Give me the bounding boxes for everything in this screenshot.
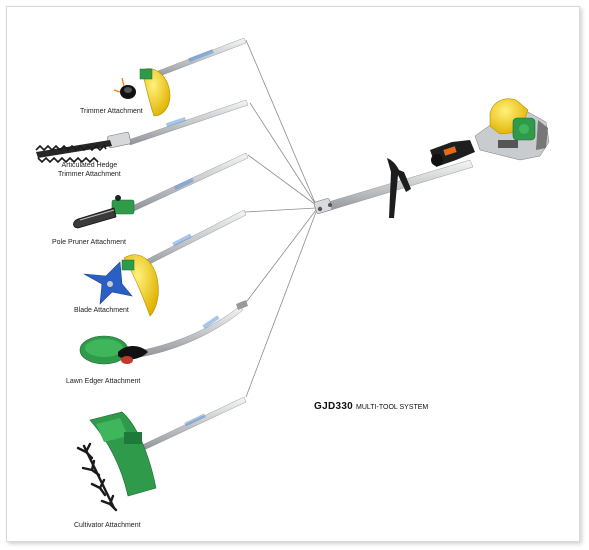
- connector-line-hedge: [249, 102, 317, 206]
- lawn-edger-attachment: [79, 300, 248, 365]
- cultivator-attachment-label: Cultivator Attachment: [74, 522, 141, 529]
- connector-lines: [243, 39, 317, 398]
- connector-line-blade: [244, 207, 317, 213]
- hedge-label-line2: Trimmer Attachment: [58, 171, 121, 178]
- hedge-trimmer-attachment-label: Articulated Hedge Trimmer Attachment: [58, 161, 121, 179]
- connector-line-edger: [243, 209, 317, 306]
- lawn-edger-attachment-label: Lawn Edger Attachment: [66, 378, 141, 385]
- pole-pruner-attachment-label: Pole Pruner Attachment: [52, 239, 126, 246]
- connector-line-pruner: [247, 154, 317, 206]
- system-name: MULTI-TOOL SYSTEM: [356, 404, 429, 411]
- cultivator-attachment: [76, 396, 247, 512]
- pole-pruner-attachment: [73, 152, 249, 229]
- connector-line-trimmer: [245, 39, 317, 206]
- trimmer-attachment: [113, 37, 247, 117]
- blade-attachment: [83, 209, 247, 317]
- hedge-label-line1: Articulated Hedge: [61, 162, 118, 169]
- image-frame: [6, 6, 580, 542]
- blade-attachment-label: Blade Attachment: [74, 307, 129, 314]
- model-number: GJD330: [314, 401, 354, 412]
- trimmer-attachment-label: Trimmer Attachment: [80, 108, 143, 115]
- hedge-trimmer-attachment: [35, 99, 249, 164]
- connector-line-cultivator: [245, 211, 317, 398]
- power-head: [313, 98, 550, 218]
